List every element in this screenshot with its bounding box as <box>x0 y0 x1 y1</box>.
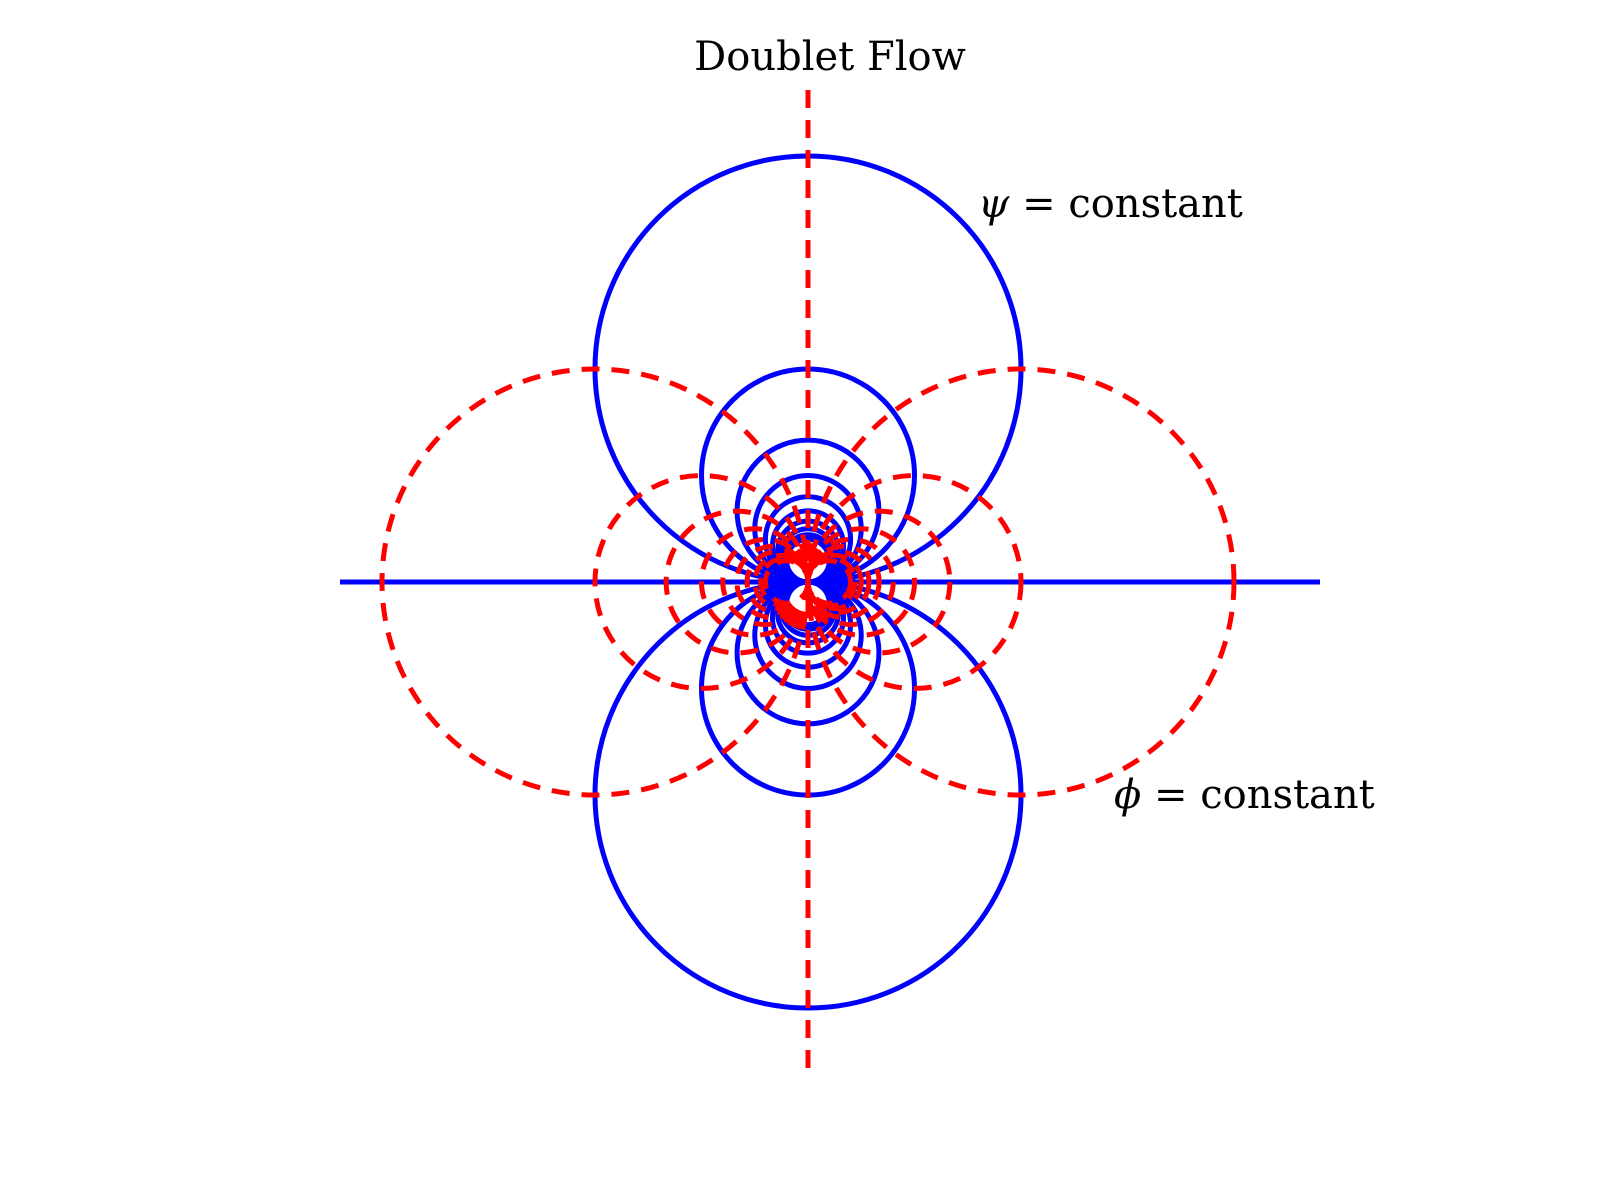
potential-lines-phi-constant <box>379 90 1237 1072</box>
potential-right-5 <box>805 543 882 621</box>
psi-symbol: ψ <box>978 181 1010 227</box>
psi-constant-label: ψ = constant <box>978 181 1243 227</box>
phi-symbol: ϕ <box>1114 772 1141 818</box>
phi-constant-label: ϕ = constant <box>1114 772 1375 818</box>
diagram-title: Doublet Flow <box>694 34 966 80</box>
streamlines-psi-constant <box>340 153 1320 1011</box>
psi-equals-text: = constant <box>1009 181 1242 227</box>
potential-right-7 <box>805 552 864 612</box>
potential-right-9 <box>805 558 854 606</box>
phi-equals-text: = constant <box>1141 772 1374 818</box>
